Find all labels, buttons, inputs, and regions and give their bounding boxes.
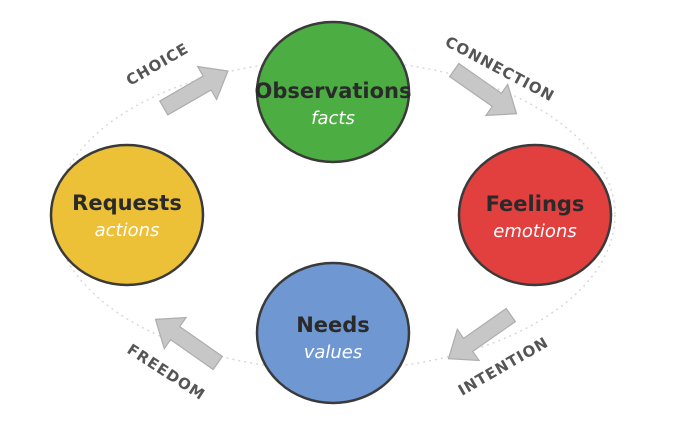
node-needs-title: Needs [296,313,370,337]
node-observations-subtitle: facts [311,108,355,129]
node-observations-circle [255,20,411,164]
node-feelings-subtitle: emotions [493,221,576,242]
node-observations: Observations facts [255,20,412,164]
arrow-intention-icon [447,307,517,362]
node-needs-circle [255,261,411,405]
node-needs: Needs values [255,261,411,405]
node-requests-title: Requests [72,191,182,215]
node-needs-subtitle: values [304,342,363,363]
node-requests-subtitle: actions [95,220,160,241]
node-observations-title: Observations [255,79,412,103]
arrow-freedom-icon [154,316,224,371]
node-feelings-circle [457,143,613,287]
node-requests: Requests actions [49,143,205,287]
arrow-choice-icon [159,65,229,116]
label-choice: CHOICE [123,39,192,89]
node-feelings-title: Feelings [486,192,585,216]
arrow-connection-icon [448,62,518,117]
node-requests-circle [49,143,205,287]
node-feelings: Feelings emotions [457,143,613,287]
